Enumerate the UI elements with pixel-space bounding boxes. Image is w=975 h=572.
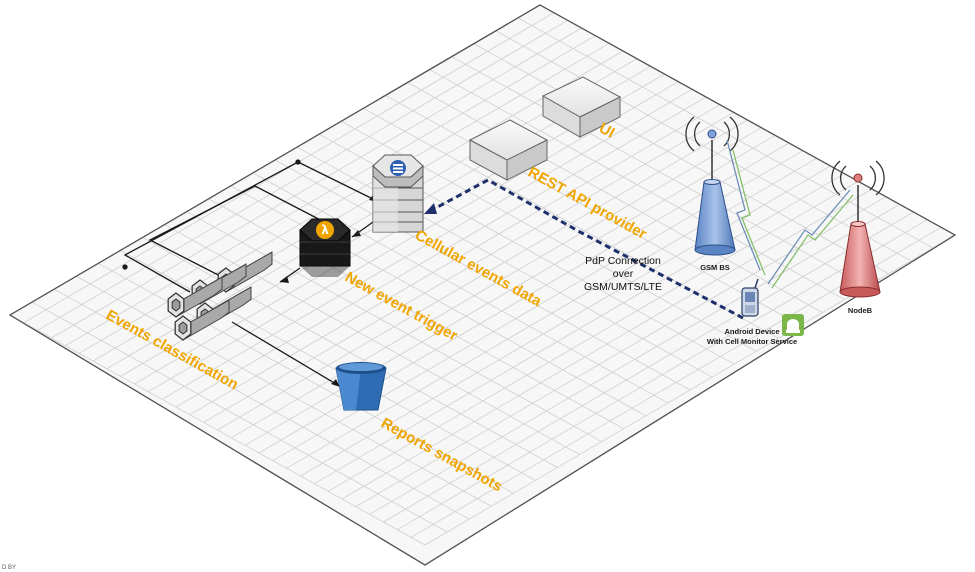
pdp-connection-link — [431, 178, 744, 320]
grid-line — [274, 159, 691, 391]
grid-line — [407, 82, 823, 313]
grid-line — [385, 95, 801, 326]
grid-line — [164, 224, 580, 455]
grid-line — [31, 301, 448, 533]
svg-text:λ: λ — [321, 223, 329, 237]
label-android-device: Android Device — [724, 327, 779, 336]
cluster-node — [174, 299, 230, 341]
label-nodeb: NodeB — [848, 306, 873, 315]
grid-line — [517, 17, 934, 249]
grid-line — [120, 250, 536, 481]
grid-line — [363, 107, 779, 339]
wireless-links — [726, 139, 854, 289]
grid-line — [208, 198, 624, 430]
grid-line — [142, 237, 558, 468]
cluster-to-bucket — [231, 321, 337, 385]
grid-line — [296, 146, 713, 378]
grid-line — [10, 314, 426, 546]
corner-text: D BY — [2, 565, 16, 571]
label-ui: UI — [596, 120, 617, 142]
events-classification-cluster-icon — [167, 251, 273, 341]
rest-api-server-box — [468, 119, 549, 181]
arrow-heads — [280, 195, 378, 387]
label-cell-monitor-service: With Cell Monitor Service — [707, 337, 797, 346]
grid-line — [451, 56, 867, 288]
label-pdp-line1: PdP Connection — [585, 255, 661, 267]
cluster-node — [167, 276, 223, 318]
grid-line — [53, 288, 470, 520]
lambda-function-icon: λ — [299, 218, 351, 277]
reports-bucket-icon — [335, 362, 387, 411]
label-pdp-line2: over — [613, 268, 634, 280]
grid-line — [252, 172, 669, 404]
grid-line — [98, 262, 514, 494]
nodeb-tower-icon — [831, 160, 885, 298]
label-pdp-line3: GSM/UMTS/LTE — [584, 281, 662, 293]
grid-line — [76, 275, 492, 507]
grid-line — [495, 30, 912, 262]
grid-line — [429, 69, 845, 300]
pdp-arrow-head — [424, 203, 437, 214]
grid-line — [230, 185, 647, 417]
ui-server-box — [541, 76, 622, 138]
grid-line — [186, 211, 602, 443]
android-phone-icon — [741, 278, 759, 317]
database-stack-icon — [372, 154, 424, 233]
label-gsm-bs: GSM BS — [700, 263, 730, 272]
connector-lines — [122, 159, 376, 385]
gsm-bs-tower-icon — [685, 116, 739, 256]
loop-line-inner — [148, 185, 333, 281]
android-logo-icon — [782, 314, 804, 336]
